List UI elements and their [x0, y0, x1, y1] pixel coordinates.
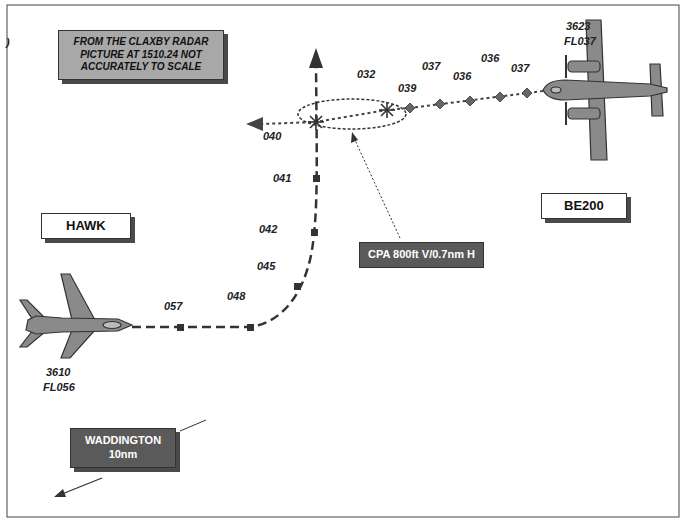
- cpa-leader-head: [351, 132, 358, 143]
- altitude-label: 041: [272, 172, 292, 185]
- altitude-label: 3623: [565, 20, 591, 33]
- box-text: HAWK: [66, 218, 106, 234]
- cpa-box: CPA 800ft V/0.7nm H: [359, 242, 484, 268]
- aircraft-label: HAWK: [41, 213, 131, 239]
- box-text: CPA 800ft V/0.7nm H: [368, 248, 475, 262]
- box-text: BE200: [564, 198, 604, 214]
- altitude-label: 042: [258, 223, 278, 236]
- edge-mark: ): [5, 36, 11, 49]
- aircraft-label: BE200: [541, 193, 627, 219]
- altitude-label: 036: [480, 52, 500, 65]
- altitude-label: 039: [397, 82, 417, 95]
- hawk-aircraft: [20, 274, 132, 358]
- cpa-asterisks: [308, 102, 395, 130]
- waddington-line: [180, 420, 206, 431]
- waddington-arrow-head: [54, 489, 66, 497]
- altitude-label: 037: [421, 60, 441, 73]
- altitude-label: FL056: [42, 381, 76, 394]
- be200-aircraft: [543, 20, 667, 160]
- waddington-arrow: [62, 478, 102, 494]
- cpa-leader: [354, 138, 400, 238]
- cpa-ellipse: [298, 99, 406, 129]
- altitude-label: 037: [510, 62, 530, 75]
- altitude-label: FL037: [563, 35, 597, 48]
- altitude-label: 057: [163, 300, 183, 313]
- altitude-label: 040: [262, 130, 282, 143]
- box-text: FROM THE CLAXBY RADAR PICTURE AT 1510.24…: [65, 36, 217, 74]
- altitude-label: 048: [226, 290, 246, 303]
- location-box: WADDINGTON 10nm: [70, 428, 176, 468]
- altitude-label: 3610: [45, 366, 71, 379]
- altitude-label: 045: [256, 260, 276, 273]
- hawk-track: [132, 48, 323, 331]
- altitude-label: 032: [356, 68, 376, 81]
- frame: [7, 5, 679, 517]
- be200-track: [246, 88, 543, 131]
- altitude-label: 036: [452, 70, 472, 83]
- box-text: WADDINGTON 10nm: [75, 434, 171, 462]
- note-box: FROM THE CLAXBY RADAR PICTURE AT 1510.24…: [58, 30, 224, 80]
